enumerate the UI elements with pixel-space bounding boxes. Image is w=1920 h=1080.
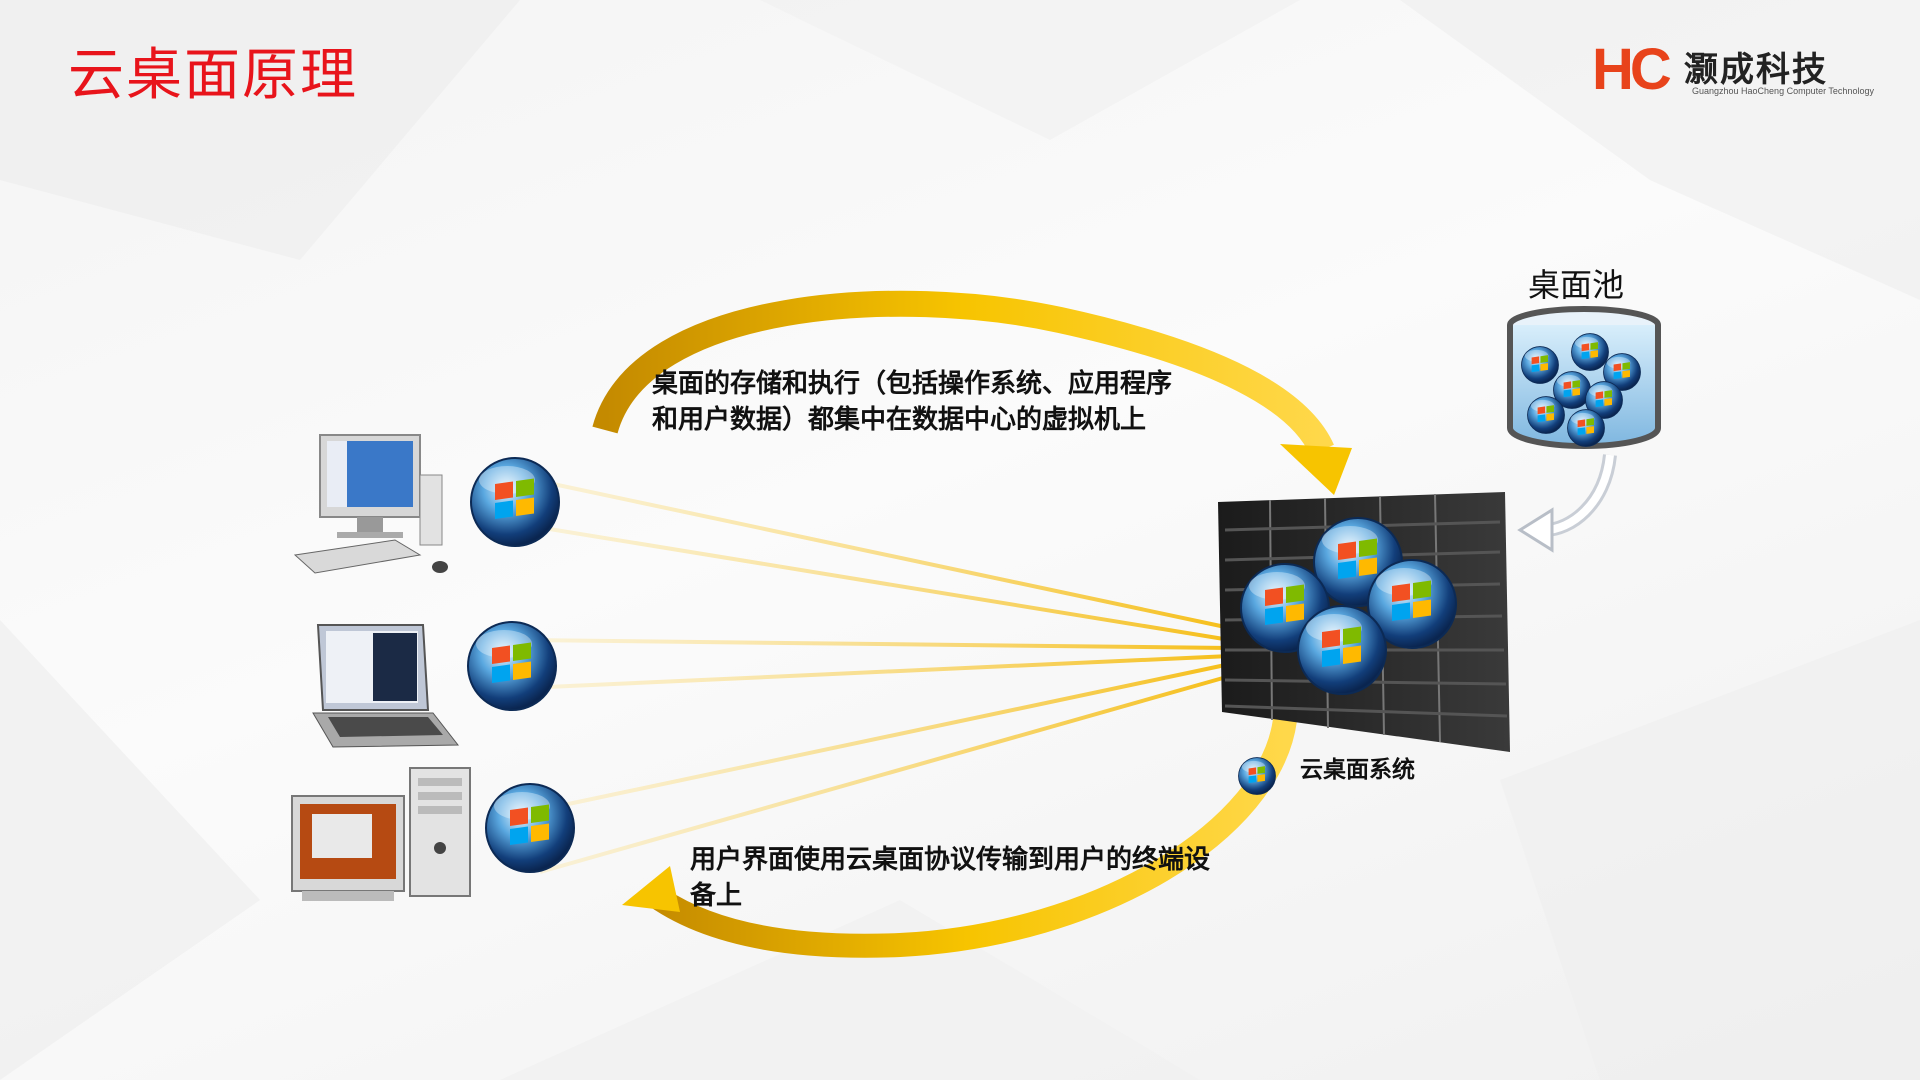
top-arrow-caption: 桌面的存储和执行（包括操作系统、应用程序 和用户数据）都集中在数据中心的虚拟机上 — [652, 366, 1272, 438]
bottom-arrow-caption: 用户界面使用云桌面协议传输到用户的终端设 备上 — [690, 842, 1330, 914]
connection-beams — [524, 476, 1231, 874]
bottom-arrow-caption-line2: 备上 — [690, 881, 743, 911]
top-arrow-caption-line1: 桌面的存储和执行（包括操作系统、应用程序 — [652, 369, 1173, 399]
client-3-windows-icon — [485, 783, 575, 873]
client-2-windows-icon — [467, 621, 557, 711]
desktop-tower-icon — [291, 767, 471, 901]
vm-windows-icon-bottom — [1297, 605, 1387, 695]
client-1-windows-icon — [470, 457, 560, 547]
laptop-icon — [312, 624, 460, 748]
company-logo: HC 灏成科技 Guangzhou HaoCheng Computer Tech… — [1592, 40, 1882, 104]
system-windows-icon — [1238, 757, 1276, 795]
page-title: 云桌面原理 — [68, 43, 358, 108]
cloud-desktop-system-label: 云桌面系统 — [1300, 757, 1415, 783]
top-curved-arrow — [592, 290, 1352, 495]
thin-client-desktop-icon — [293, 434, 448, 574]
logo-mark: HC — [1592, 37, 1672, 102]
logo-subtitle: Guangzhou HaoCheng Computer Technology — [1692, 86, 1874, 96]
desktop-pool-icon — [1507, 306, 1661, 449]
pool-to-server-arrow — [1517, 454, 1617, 553]
logo-name: 灏成科技 — [1684, 50, 1828, 90]
top-arrow-caption-line2: 和用户数据）都集中在数据中心的虚拟机上 — [652, 405, 1147, 435]
desktop-pool-label: 桌面池 — [1528, 266, 1625, 304]
bottom-curved-arrow — [622, 717, 1297, 958]
bottom-arrow-caption-line1: 用户界面使用云桌面协议传输到用户的终端设 — [690, 845, 1211, 875]
